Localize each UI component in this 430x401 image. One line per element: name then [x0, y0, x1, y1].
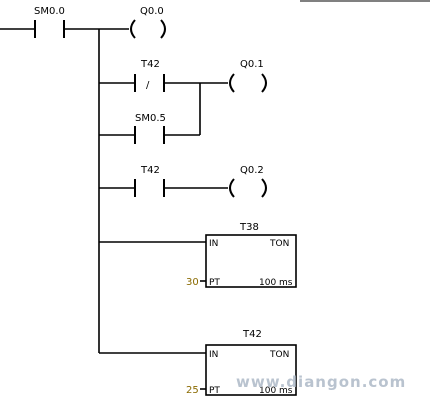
contact-t42-nc: [134, 74, 165, 92]
timer-t38-type: TON: [269, 239, 289, 249]
timer-t38-in: IN: [209, 239, 218, 249]
timer-t42-in: IN: [209, 350, 218, 360]
timer-t42-name: T42: [242, 329, 262, 340]
coil-q01-label: Q0.1: [240, 59, 264, 70]
timer-t38-preset: 30: [186, 277, 199, 288]
timer-t38-pt: PT: [209, 278, 220, 288]
coil-q01: [229, 73, 267, 93]
contact-t42-no: [134, 179, 165, 197]
contact-t42-nc-mark: /: [146, 80, 150, 91]
contact-sm00-label: SM0.0: [34, 6, 65, 17]
timer-t38-box: [205, 234, 297, 288]
contact-sm05-label: SM0.5: [135, 113, 166, 124]
contact-t42-no-label: T42: [140, 165, 160, 176]
contact-t42-nc-label: T42: [140, 59, 160, 70]
watermark-text: www.diangon.com: [236, 373, 406, 391]
timer-t42-preset: 25: [186, 385, 199, 396]
coil-q02: [229, 178, 267, 198]
timer-t42-base: 100 ms: [259, 386, 293, 396]
coil-q00-label: Q0.0: [140, 6, 164, 17]
timer-t42-box: [205, 344, 297, 396]
timer-t38-name: T38: [239, 222, 259, 233]
contact-sm05: [134, 126, 165, 144]
coil-q00: [130, 19, 166, 39]
timer-t42-pt: PT: [209, 386, 220, 396]
contact-sm00: [34, 20, 65, 38]
timer-t38-base: 100 ms: [259, 278, 293, 288]
timer-t42-type: TON: [269, 350, 289, 360]
coil-q02-label: Q0.2: [240, 165, 264, 176]
